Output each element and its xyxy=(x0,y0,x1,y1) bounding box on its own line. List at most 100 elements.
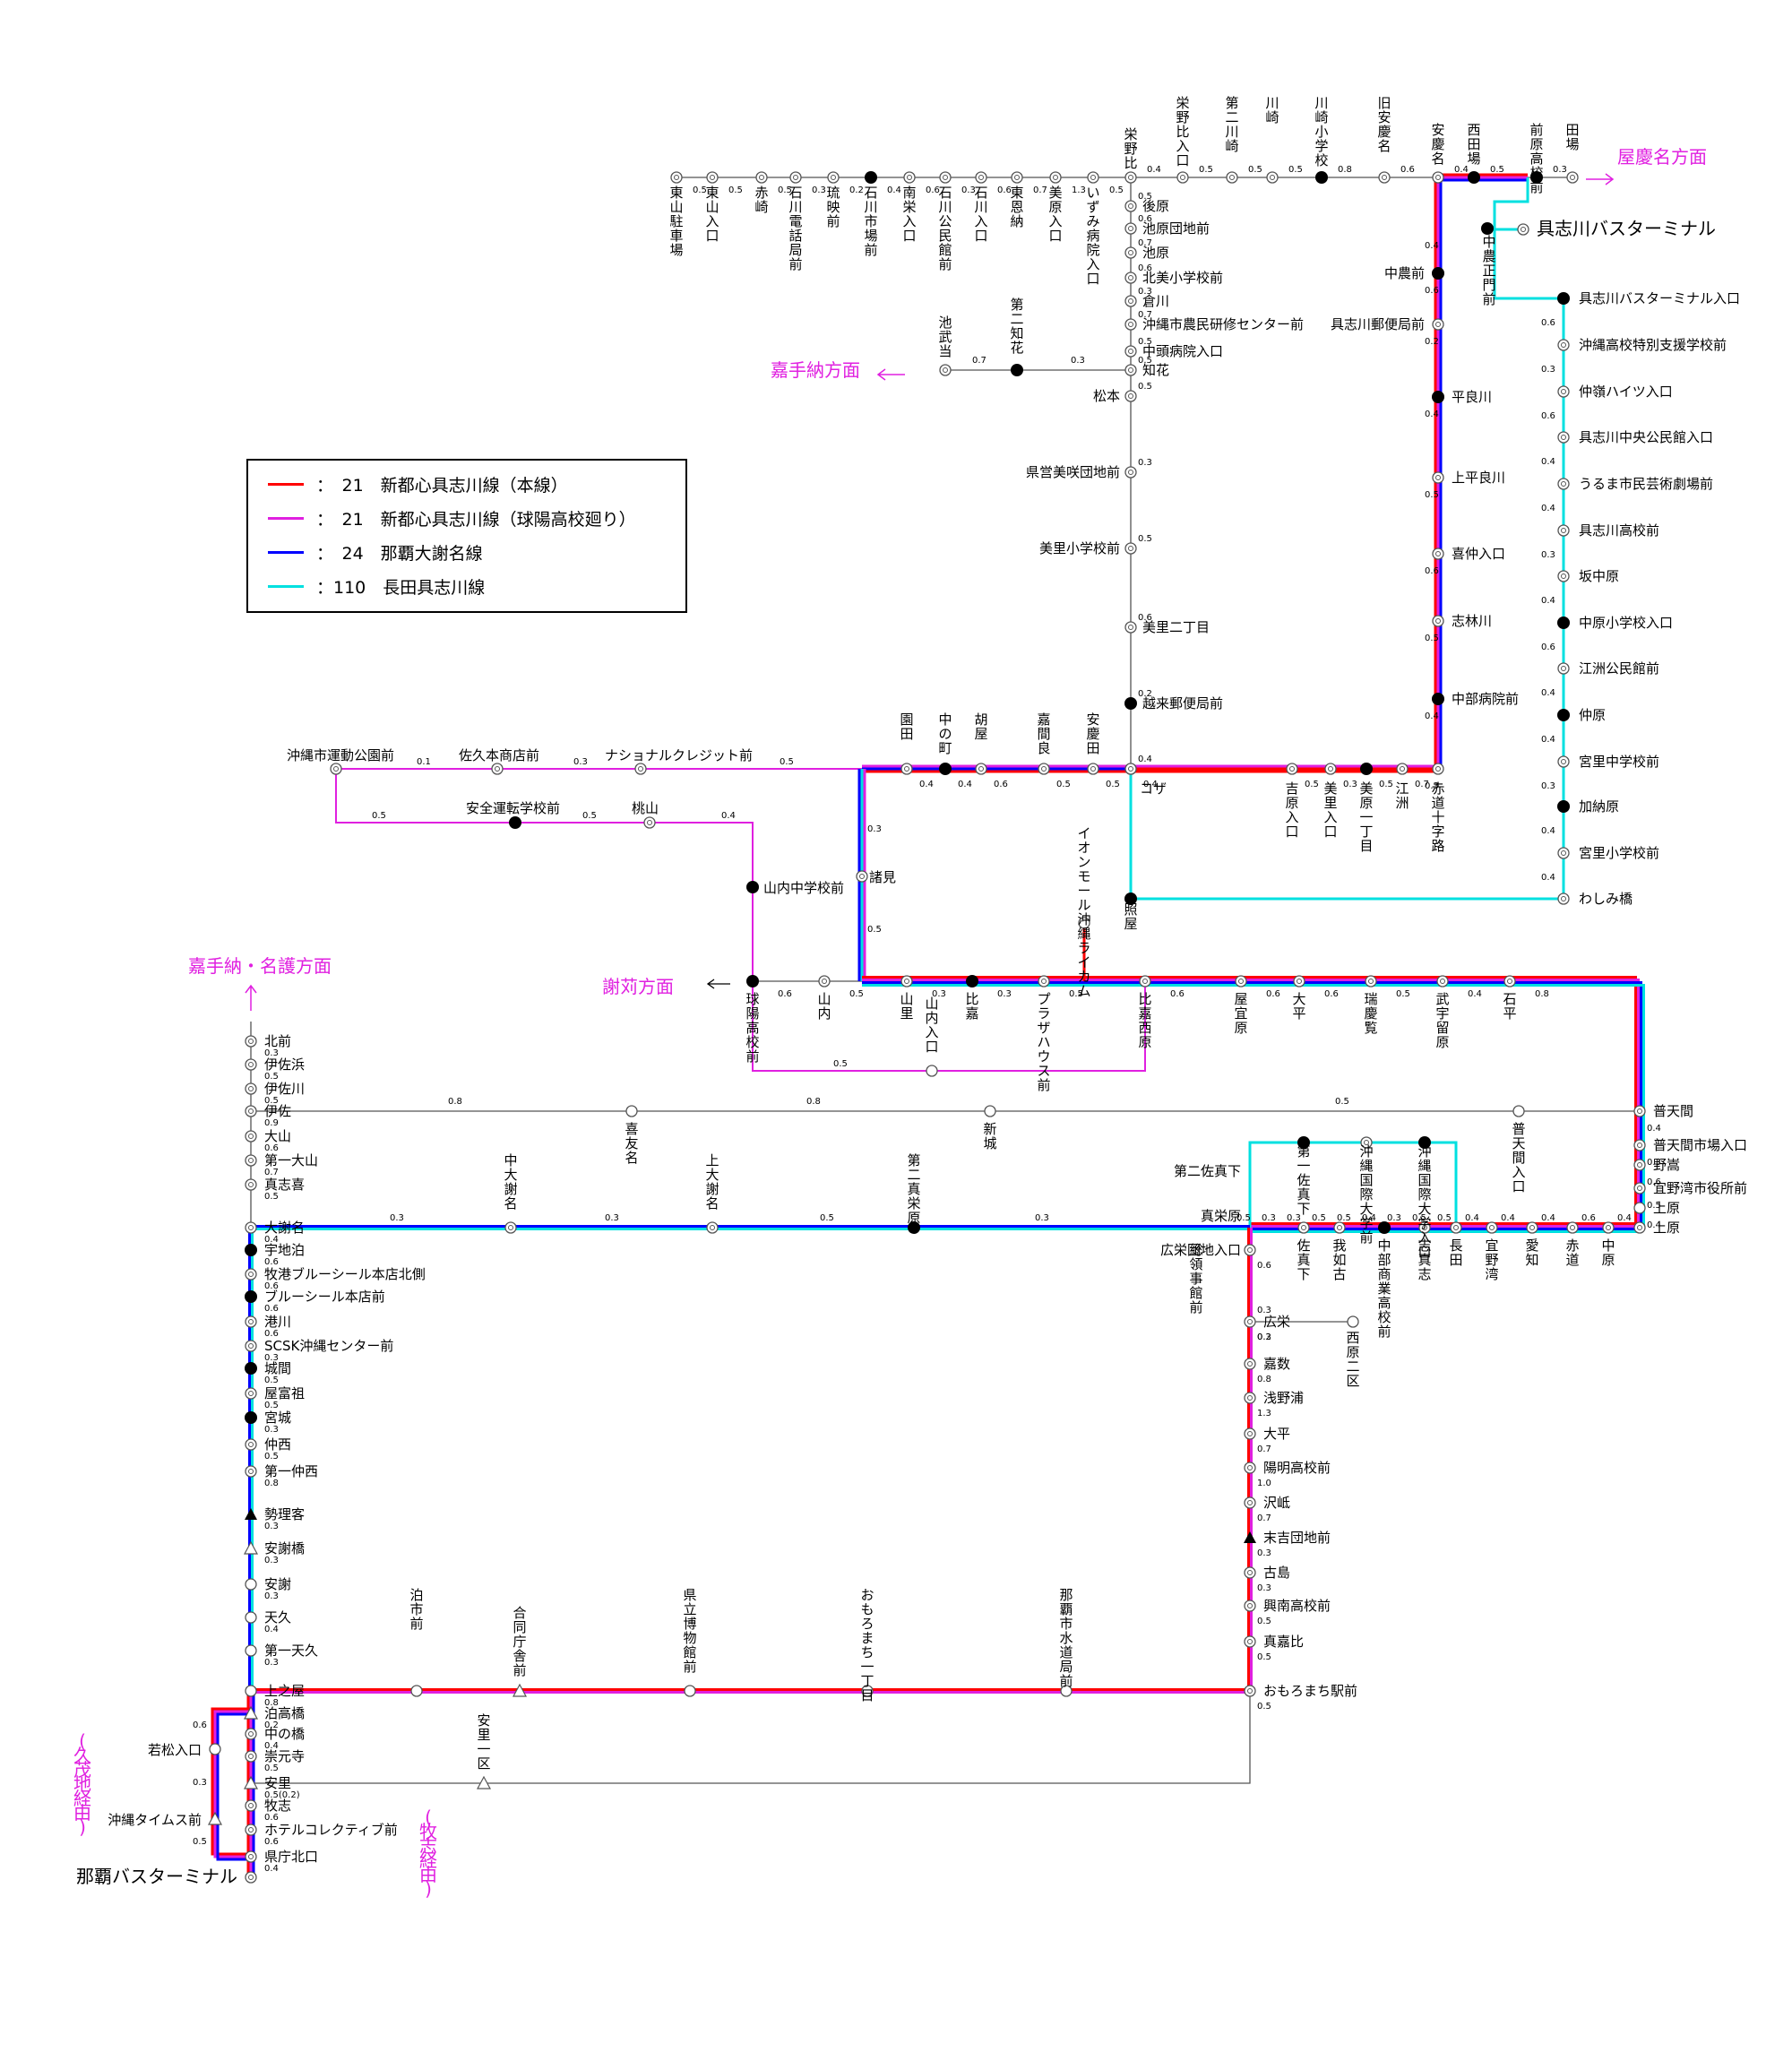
bus-stop-icon xyxy=(1418,1221,1431,1234)
stop-label-top-east: 田場 xyxy=(1565,122,1579,152)
svg-text:西: 西 xyxy=(1138,1020,1151,1036)
bus-stop-icon xyxy=(1557,893,1570,905)
svg-text:第: 第 xyxy=(1010,297,1023,313)
bus-stop-icon xyxy=(1360,1136,1373,1149)
stop-label-south: 真嘉比 xyxy=(1263,1634,1304,1650)
distance-label: 0.2 xyxy=(1257,1332,1271,1342)
distance-label: 0.4 xyxy=(264,1864,279,1874)
svg-text:部: 部 xyxy=(1377,1252,1391,1268)
svg-text:口: 口 xyxy=(1086,271,1099,287)
distance-label: 0.6 xyxy=(264,1143,279,1153)
bus-stop-icon xyxy=(1418,1136,1431,1149)
svg-text:洲: 洲 xyxy=(1395,795,1409,811)
bus-stop-icon xyxy=(245,1728,257,1740)
stop-label-v: 北美小学校前 xyxy=(1142,270,1223,286)
distance-label: 0.3 xyxy=(264,1522,279,1531)
bus-stop-icon xyxy=(1557,755,1570,768)
svg-text:古: 古 xyxy=(1332,1266,1346,1282)
distance-label: 0.6 xyxy=(264,1281,279,1291)
bus-stop-icon xyxy=(245,1799,257,1812)
bus-stop-icon xyxy=(1124,272,1137,284)
distance-label: 0.5 xyxy=(1138,382,1152,392)
bus-stop-icon xyxy=(1244,1635,1256,1648)
svg-text:里: 里 xyxy=(1323,795,1337,811)
stop-inner-ring xyxy=(710,175,715,180)
stop-label-south: 興南高校前 xyxy=(1263,1598,1331,1614)
svg-text:前: 前 xyxy=(1359,1229,1373,1246)
stop-label-v: 知花 xyxy=(1142,362,1169,378)
svg-text:由: 由 xyxy=(73,1802,91,1824)
distance-label: 0.2 xyxy=(1138,689,1152,699)
stop-inner-ring xyxy=(1637,1225,1642,1230)
distance-label: 0.5 xyxy=(1490,165,1504,175)
stop-label-c: 具志川中央公民館入口 xyxy=(1579,429,1713,445)
distance-label: 0.4 xyxy=(264,1235,279,1245)
bus-stop-icon xyxy=(1450,1221,1462,1234)
svg-text:(: ( xyxy=(425,1807,432,1828)
svg-text:天: 天 xyxy=(1512,1135,1525,1151)
stop-label-le: 中原 xyxy=(1601,1237,1615,1268)
bus-stop-icon xyxy=(1124,621,1137,634)
svg-text:口: 口 xyxy=(974,228,987,244)
svg-text:西: 西 xyxy=(1467,122,1480,138)
route-magenta-higa xyxy=(932,981,1146,1072)
svg-text:公: 公 xyxy=(938,213,952,229)
stop-label-w: ブルーシール本店前 xyxy=(264,1289,385,1305)
distance-label: 0.3 xyxy=(1387,1213,1401,1223)
svg-text:前: 前 xyxy=(409,1616,423,1632)
svg-text:名: 名 xyxy=(1431,151,1444,167)
svg-text:沖: 沖 xyxy=(1359,1143,1373,1160)
svg-text:口: 口 xyxy=(1176,152,1189,168)
distance-label: 0.4 xyxy=(1617,1213,1632,1223)
distance-label: 0.6 xyxy=(1425,286,1439,296)
stop-inner-ring xyxy=(1561,850,1566,856)
distance-label: 0.5 xyxy=(1425,634,1439,643)
stop-inner-ring xyxy=(1606,1225,1611,1230)
svg-text:入: 入 xyxy=(1086,256,1099,272)
svg-text:宜: 宜 xyxy=(1234,1005,1247,1022)
distance-label: 0.5 xyxy=(1425,490,1439,500)
distance-label: 0.3 xyxy=(1257,1306,1271,1315)
distance-label: 0.7 xyxy=(1257,1513,1271,1523)
bus-stop-icon xyxy=(245,1465,257,1478)
svg-text:ま: ま xyxy=(860,1630,874,1646)
bus-stop-icon xyxy=(1244,1392,1256,1404)
route-cyan-ginowan xyxy=(1248,1141,1458,1228)
bus-stop-icon xyxy=(1432,318,1444,331)
stop-label-w: 安里 xyxy=(264,1775,291,1791)
distance-label: 0.1 xyxy=(417,757,431,767)
stop-inner-ring xyxy=(248,1158,254,1163)
stop-inner-ring xyxy=(1247,1431,1253,1436)
svg-text:ラ: ラ xyxy=(1077,940,1090,956)
distance-label: 0.6 xyxy=(264,1329,279,1339)
legend-item-magenta: ： 21 新都心具志川線（球陽高校廻り） xyxy=(268,505,636,530)
bus-stop-icon xyxy=(1124,200,1137,212)
svg-text:口: 口 xyxy=(1048,228,1062,244)
svg-text:十: 十 xyxy=(1431,809,1444,825)
svg-text:丁: 丁 xyxy=(1359,824,1373,840)
stop-inner-ring xyxy=(1247,1465,1253,1470)
svg-text:照: 照 xyxy=(1124,901,1137,918)
bus-stop-icon xyxy=(861,1685,874,1697)
stop-inner-ring xyxy=(1270,175,1275,180)
stop-label-mid: 安慶田 xyxy=(1086,711,1099,756)
svg-text:口: 口 xyxy=(1512,1178,1525,1194)
triangle-stop-icon xyxy=(207,1811,223,1825)
distance-label: 0.5 xyxy=(264,1763,279,1773)
bus-stop-icon xyxy=(755,171,768,184)
stop-label-w: 伊佐浜 xyxy=(264,1056,305,1073)
svg-text:二: 二 xyxy=(1225,109,1238,125)
bus-stop-icon xyxy=(245,1611,257,1624)
svg-text:原: 原 xyxy=(1529,136,1543,152)
arrow-left-icon xyxy=(876,368,905,381)
stop-label-south: 沢岻 xyxy=(1263,1495,1290,1511)
svg-text:ち: ち xyxy=(860,1644,874,1660)
stop-label-mid: 胡屋 xyxy=(974,711,987,742)
distance-label: 0.8 xyxy=(1535,989,1549,999)
stop-inner-ring xyxy=(1247,1247,1253,1253)
stop-inner-ring xyxy=(1489,1225,1495,1230)
bus-stop-icon xyxy=(1087,763,1099,775)
